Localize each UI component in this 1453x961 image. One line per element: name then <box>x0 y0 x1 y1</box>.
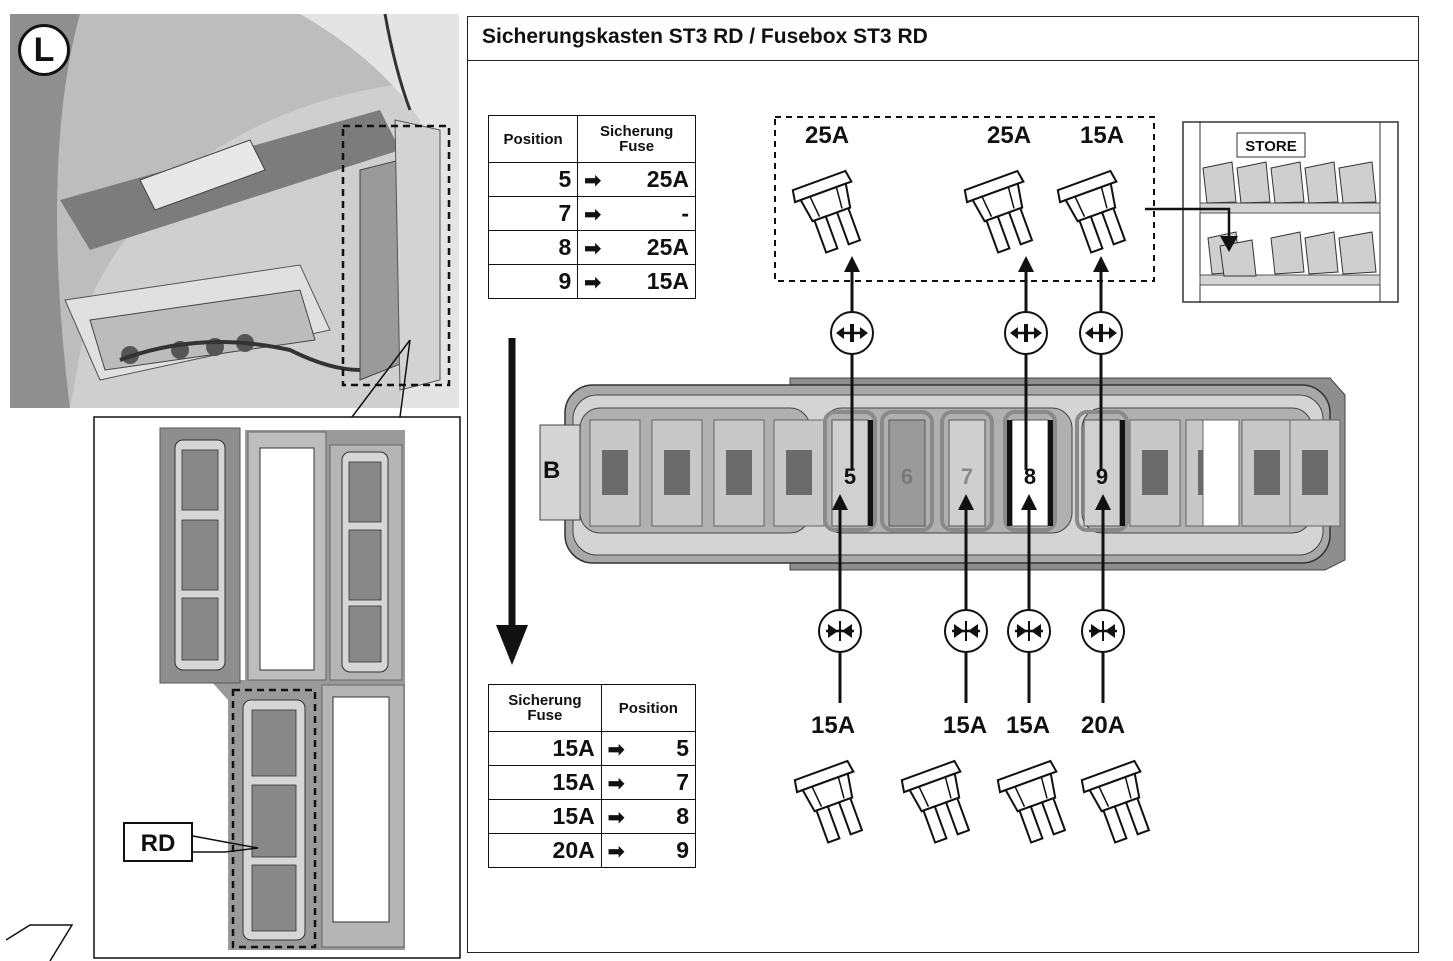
fuse-icons <box>791 169 1151 844</box>
arrow-right-icon: ➡ <box>607 773 625 795</box>
inserted-fuse-label: 15A <box>1006 712 1051 739</box>
table-row: 8➡25A <box>487 230 696 265</box>
arrow-right-icon: ➡ <box>584 204 602 226</box>
arrow-right-icon: ➡ <box>607 807 625 829</box>
blade-fuse-icon <box>793 759 864 844</box>
blade-fuse-icon <box>900 759 971 844</box>
fuse-slot <box>773 419 825 527</box>
table-row: 7➡- <box>487 196 696 231</box>
arrow-right-icon: ➡ <box>607 739 625 761</box>
blade-fuse-icon <box>996 759 1067 844</box>
remove-table-header-position: Position <box>487 115 579 163</box>
table-row: 15A➡8 <box>488 799 697 834</box>
fuse-slot <box>888 419 926 527</box>
slot-number: 5 <box>844 464 856 489</box>
store-label: STORE <box>1245 138 1296 155</box>
fuse-arrows <box>818 256 1125 703</box>
removed-fuse-label: 15A <box>1080 122 1125 149</box>
slot-number: 7 <box>961 464 973 489</box>
slot-number: 8 <box>1024 464 1036 489</box>
arrow-right-icon: ➡ <box>607 841 625 863</box>
inserted-fuse-label: 15A <box>943 712 988 739</box>
page-title: Sicherungskasten ST3 RD / Fusebox ST3 RD <box>468 17 1418 61</box>
slot-number: 9 <box>1096 464 1108 489</box>
arrow-right-icon: ➡ <box>584 272 602 294</box>
inserted-fuse-label: 15A <box>811 712 856 739</box>
blade-fuse-icon <box>1080 759 1151 844</box>
table-row: 15A➡7 <box>488 765 697 800</box>
arrow-right-icon: ➡ <box>584 170 602 192</box>
table-row: 9➡15A <box>487 264 696 299</box>
inserted-fuse-label: 20A <box>1081 712 1126 739</box>
blade-fuse-icon <box>963 169 1034 254</box>
rd-highlight-box <box>231 688 317 949</box>
location-marker: L <box>18 24 70 76</box>
slot-number: 6 <box>901 464 913 489</box>
removed-fuse-label: 25A <box>805 122 850 149</box>
box-label: B <box>543 457 560 484</box>
insert-table-header-position: Position <box>600 684 697 732</box>
photo-highlight-box <box>341 124 451 387</box>
removed-fuse-label: 25A <box>987 122 1032 149</box>
blade-fuse-icon <box>1056 169 1127 254</box>
fusebox-panel: Sicherungskasten ST3 RD / Fusebox ST3 RD <box>467 16 1419 953</box>
removed-fuses-box <box>774 116 1155 282</box>
arrow-right-icon: ➡ <box>584 238 602 260</box>
blade-fuse-icon <box>791 169 862 254</box>
table-row: 15A➡5 <box>488 731 697 766</box>
table-row: 20A➡9 <box>488 833 697 868</box>
store-cabinet <box>1145 121 1399 303</box>
rd-callout: RD <box>123 822 193 862</box>
fuse-slot <box>1202 419 1240 527</box>
table-row: 5➡25A <box>487 162 696 197</box>
